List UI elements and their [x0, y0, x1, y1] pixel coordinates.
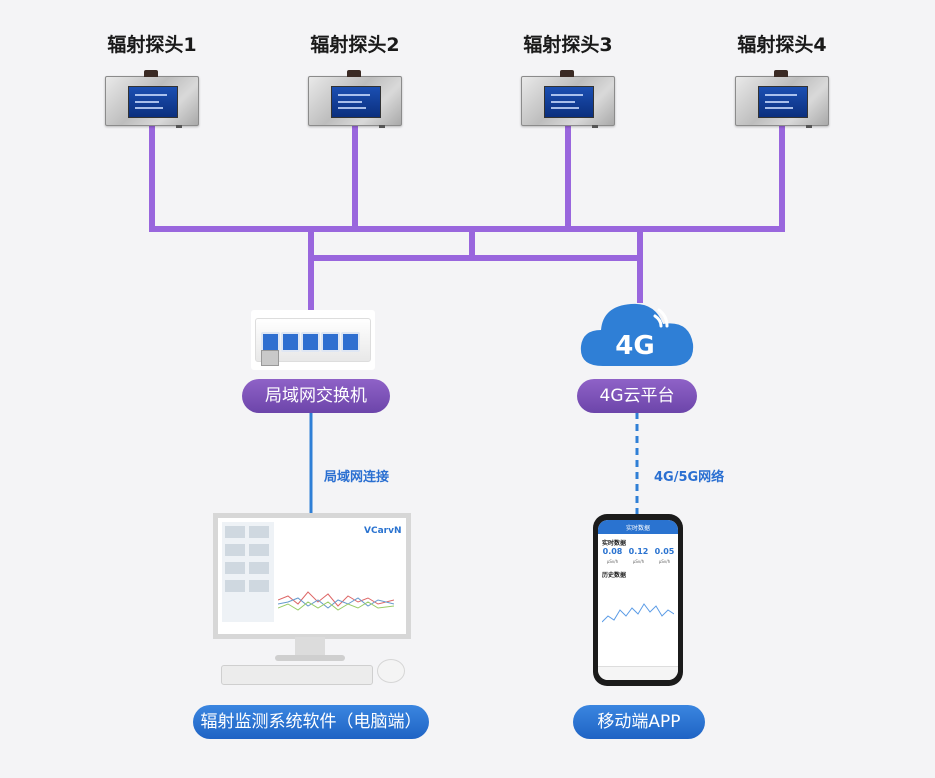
cloud-platform-label: 4G云平台: [577, 379, 697, 413]
pc-trend-chart: [278, 591, 394, 611]
lan-connection-label: 局域网连接: [324, 470, 390, 485]
app-reading-1-value: 0.08: [602, 547, 623, 556]
app-reading-2-value: 0.12: [628, 547, 649, 556]
pc-brand-logo: VCarvN: [364, 526, 402, 536]
radiation-probe-2: [308, 70, 402, 128]
probe-label-2: 辐射探头2: [310, 34, 400, 56]
switch-label: 局域网交换机: [242, 379, 390, 413]
app-section-history: 历史数据: [602, 572, 627, 579]
app-tab-bar[interactable]: [598, 666, 678, 680]
app-screen-title: 实时数据: [625, 525, 650, 532]
radiation-probe-1: [105, 70, 199, 128]
cloud-4g-icon: 4G: [580, 303, 694, 366]
radiation-probe-4: [735, 70, 829, 128]
app-reading-2-unit: μSv/h: [632, 559, 645, 564]
probe-label-4: 辐射探头4: [737, 34, 827, 56]
app-history-chart: [602, 603, 674, 623]
probe-label-3: 辐射探头3: [523, 34, 613, 56]
pc-workstation-image: VCarvN: [213, 513, 411, 687]
pc-software-label: 辐射监测系统软件（电脑端）: [193, 705, 429, 739]
cloud-icon-text: 4G: [615, 331, 654, 361]
mobile-app-label: 移动端APP: [573, 705, 705, 739]
pc-device-list: [222, 522, 274, 622]
cellular-network-label: 4G/5G网络: [654, 470, 725, 485]
keyboard-image: [221, 665, 373, 685]
radiation-probe-3: [521, 70, 615, 128]
app-reading-1-unit: μSv/h: [606, 559, 619, 564]
mobile-phone-image: 实时数据 实时数据 0.08 0.12 0.05 μSv/h μSv/h μSv…: [593, 514, 683, 686]
app-section-realtime: 实时数据: [602, 540, 627, 547]
app-reading-3-unit: μSv/h: [658, 559, 671, 564]
mouse-image: [377, 659, 405, 683]
app-reading-3-value: 0.05: [654, 547, 675, 556]
network-switch-image: [251, 310, 375, 370]
probe-label-1: 辐射探头1: [107, 34, 197, 56]
